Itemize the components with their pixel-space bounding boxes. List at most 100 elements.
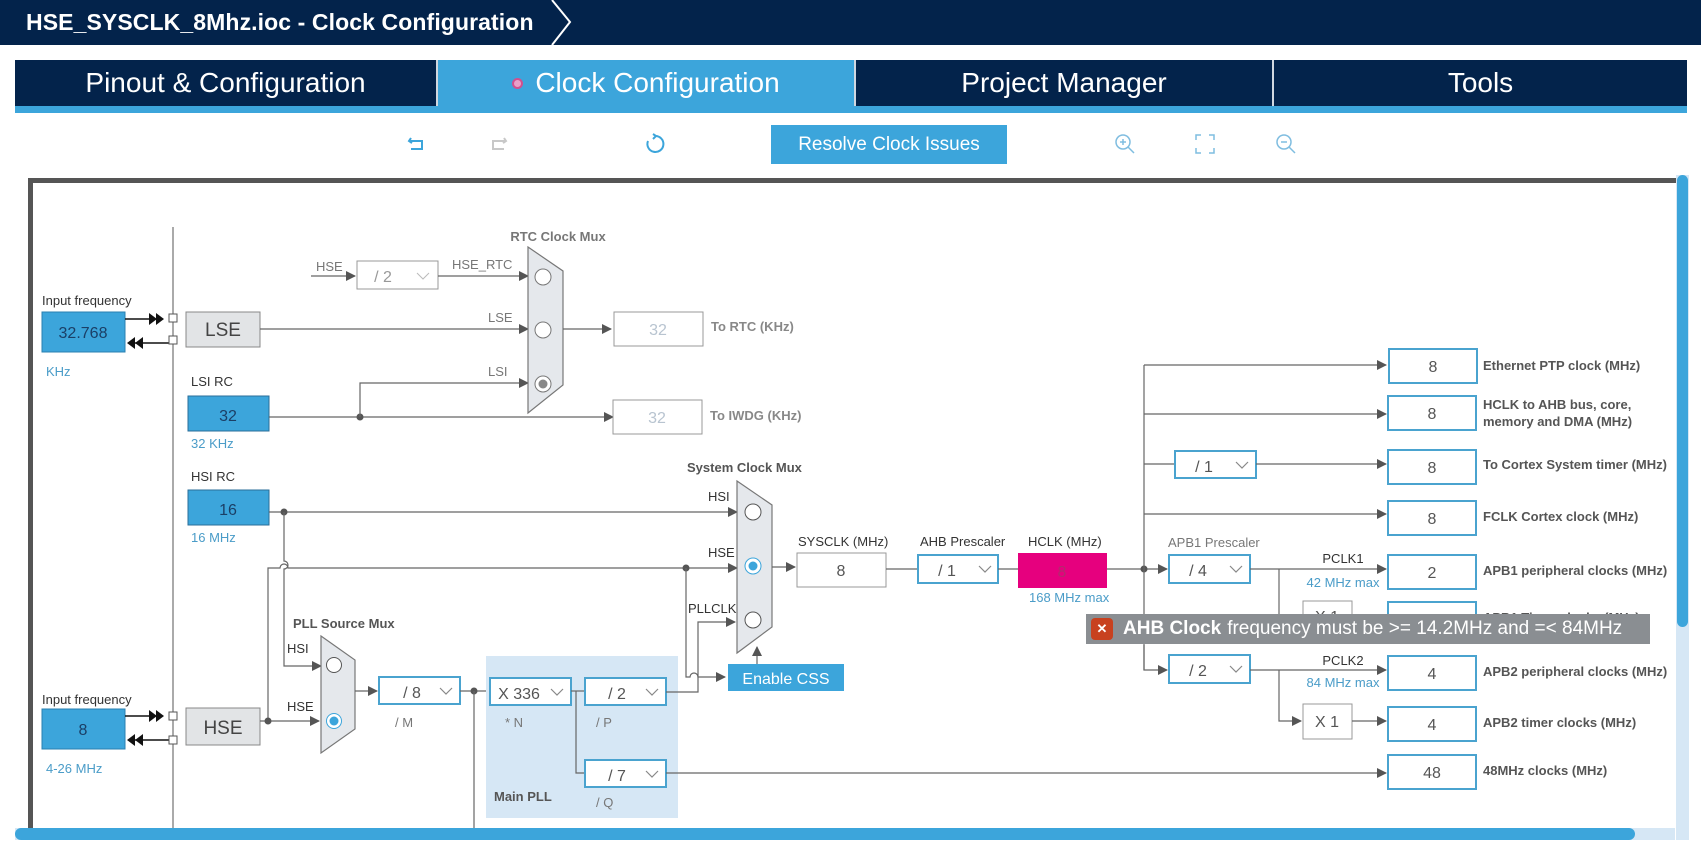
error-subject: AHB Clock	[1123, 618, 1222, 639]
hclk-max: 168 MHz max	[1029, 590, 1110, 605]
tab-label: Project Manager	[961, 67, 1167, 98]
pclk2-label: PCLK2	[1322, 653, 1363, 668]
enable-css-button[interactable]	[728, 664, 844, 691]
sysclk-box	[796, 552, 887, 588]
sys-mux-radio-pllclk[interactable]	[744, 611, 762, 629]
rtc-hse-label: HSE	[316, 259, 343, 274]
svg-text:8: 8	[1429, 359, 1438, 376]
pll-p-label: / P	[596, 715, 612, 730]
tab-project-manager[interactable]: Project Manager	[856, 60, 1274, 106]
pll-m-label: / M	[395, 715, 413, 730]
apb2-max: 84 MHz max	[1307, 675, 1380, 690]
svg-text:APB1 peripheral clocks (MHz): APB1 peripheral clocks (MHz)	[1483, 563, 1667, 578]
svg-text:8: 8	[1428, 511, 1437, 528]
chevron-down-icon	[1229, 565, 1243, 573]
hse-input-value: 8	[79, 722, 88, 739]
sysclk-value: 8	[837, 563, 846, 580]
svg-text:4: 4	[1428, 666, 1437, 683]
rtc-mux-radio-hse[interactable]	[534, 268, 552, 286]
tab-clock-configuration[interactable]: Clock Configuration	[438, 60, 856, 106]
lse-input-field[interactable]	[41, 311, 126, 353]
error-icon: ✕	[1091, 618, 1113, 640]
pll-q-label: / Q	[596, 795, 613, 810]
svg-text:FCLK Cortex clock (MHz): FCLK Cortex clock (MHz)	[1483, 509, 1638, 524]
chevron-down-icon	[645, 688, 659, 696]
pll-m-div-select[interactable]	[378, 676, 461, 705]
ahb-clock-error-tooltip: ✕ AHB Clock frequency must be >= 14.2MHz…	[1086, 614, 1650, 644]
hse-out-arrow-icon	[127, 734, 143, 746]
apb2-timer-mul	[1302, 703, 1353, 740]
lsi-unit: 32 KHz	[191, 436, 234, 451]
lse-block-label: LSE	[205, 320, 241, 341]
pclk1-label: PCLK1	[1322, 551, 1363, 566]
hclk-label: HCLK (MHz)	[1028, 534, 1102, 549]
rtc-output-box	[613, 311, 704, 347]
sys-mux-hsi-label: HSI	[708, 489, 730, 504]
rtc-hse-div-select[interactable]	[356, 260, 439, 290]
redo-icon[interactable]	[486, 132, 510, 156]
hse-block-label: HSE	[203, 718, 242, 739]
rtc-lse-label: LSE	[488, 310, 513, 325]
hse-block	[185, 707, 261, 746]
lsi-value-box	[187, 395, 270, 432]
undo-icon[interactable]	[405, 132, 429, 156]
chevron-down-icon	[439, 687, 453, 695]
pll-n-label: * N	[505, 715, 523, 730]
system-clock-mux-title: System Clock Mux	[687, 460, 803, 475]
apb1-prescaler-label: APB1 Prescaler	[1168, 535, 1260, 550]
rtc-lsi-label: LSI	[488, 364, 508, 379]
sys-mux-hse-label: HSE	[708, 545, 735, 560]
rtc-mux-radio-lse[interactable]	[534, 321, 552, 339]
apb1-prescaler-value: / 4	[1189, 563, 1207, 580]
apb2-prescaler-value: / 2	[1189, 663, 1207, 680]
main-tabs: Pinout & Configuration Clock Configurati…	[15, 60, 1687, 106]
apb2-prescaler-select[interactable]	[1168, 654, 1251, 684]
hse-input-field[interactable]	[41, 708, 126, 750]
svg-text:HCLK to AHB bus, core,: HCLK to AHB bus, core,	[1483, 397, 1631, 412]
chevron-down-icon	[1235, 461, 1249, 469]
horizontal-scrollbar-thumb[interactable]	[15, 828, 1635, 840]
chevron-down-icon	[645, 770, 659, 778]
svg-text:48MHz clocks (MHz): 48MHz clocks (MHz)	[1483, 763, 1607, 778]
refresh-icon[interactable]	[643, 132, 667, 156]
ahb-prescaler-select[interactable]	[917, 554, 999, 584]
svg-text:8: 8	[1428, 406, 1437, 423]
hclk-value: 8	[1058, 564, 1067, 581]
iwdg-output-label: To IWDG (KHz)	[710, 408, 801, 423]
lse-input-value: 32.768	[59, 325, 108, 342]
output-fclk-cortex: 8 FCLK Cortex clock (MHz)	[1387, 500, 1638, 536]
svg-text:APB2 timer clocks (MHz): APB2 timer clocks (MHz)	[1483, 715, 1636, 730]
sys-mux-radio-hsi[interactable]	[744, 503, 762, 521]
hclk-input-error[interactable]	[1018, 553, 1107, 588]
svg-text:48: 48	[1423, 765, 1441, 782]
ahb-prescaler-value: / 1	[938, 563, 956, 580]
pll-src-radio-hsi[interactable]	[326, 657, 342, 673]
zoom-in-icon[interactable]	[1113, 132, 1137, 156]
vertical-scrollbar-thumb[interactable]	[1677, 175, 1688, 627]
rtc-hse-rtc-label: HSE_RTC	[452, 257, 512, 272]
output-apb1-peripheral: 2 APB1 peripheral clocks (MHz)	[1387, 554, 1667, 590]
iwdg-output-box	[612, 399, 703, 435]
fit-screen-icon[interactable]	[1193, 132, 1217, 156]
clock-tree-canvas: Input frequency 32.768 KHz LSE LSI RC 32…	[28, 178, 1678, 830]
chevron-down-icon	[416, 272, 430, 280]
lsi-value: 32	[219, 408, 237, 425]
tab-tools[interactable]: Tools	[1274, 60, 1687, 106]
chevron-down-icon	[550, 688, 564, 696]
main-pll-title: Main PLL	[494, 789, 552, 804]
svg-text:8: 8	[1428, 460, 1437, 477]
chevron-down-icon	[978, 565, 992, 573]
svg-text:2: 2	[1428, 565, 1437, 582]
pll-q-div-select[interactable]	[584, 759, 667, 788]
resolve-clock-issues-button[interactable]: Resolve Clock Issues	[771, 125, 1007, 164]
output-apb2-peripheral: 4 APB2 peripheral clocks (MHz)	[1387, 655, 1667, 691]
hse-in-arrow-icon	[149, 710, 164, 722]
hsi-value: 16	[219, 502, 237, 519]
tab-pinout-configuration[interactable]: Pinout & Configuration	[15, 60, 438, 106]
cortex-timer-div-select[interactable]	[1174, 450, 1257, 479]
zoom-out-icon[interactable]	[1274, 132, 1298, 156]
hse-input-label: Input frequency	[42, 692, 132, 707]
pll-q-div-value: / 7	[608, 768, 626, 785]
apb1-prescaler-select[interactable]	[1168, 554, 1251, 584]
enable-css-label: Enable CSS	[742, 671, 829, 688]
